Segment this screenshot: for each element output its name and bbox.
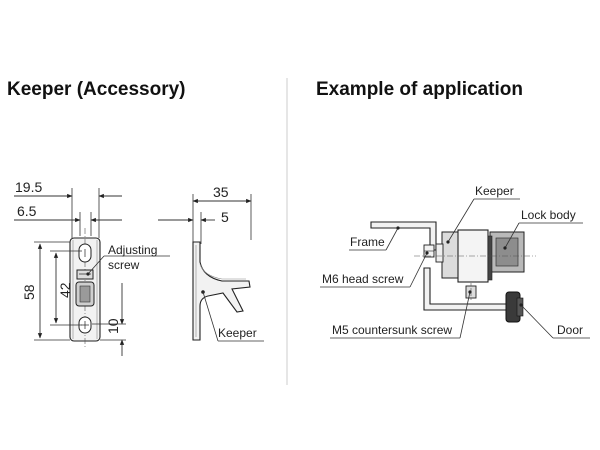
m6-head-screw-label: M6 head screw [322, 272, 404, 286]
frame-label: Frame [350, 235, 385, 249]
application-heading: Example of application [316, 79, 523, 100]
dim-overall-width: 19.5 [15, 179, 42, 195]
lock-body-label: Lock body [521, 208, 576, 222]
application-keeper-label: Keeper [475, 184, 514, 198]
dim-side-offset: 5 [221, 209, 229, 225]
adjusting-screw-label-line2: screw [108, 258, 140, 272]
keeper-heading: Keeper (Accessory) [7, 79, 186, 100]
dim-bottom-hole: 10 [105, 318, 121, 334]
dim-side-depth: 35 [213, 184, 229, 200]
keeper-side-view: 35 5 Keeper [158, 184, 264, 342]
dim-hole-pitch: 42 [57, 282, 73, 298]
keeper-front-view: 19.5 6.5 58 42 [14, 179, 170, 356]
application-assembly: Keeper Lock body Frame M6 head screw M5 … [320, 184, 590, 339]
m5-countersunk-screw-label: M5 countersunk screw [332, 323, 452, 337]
dim-overall-height: 58 [21, 284, 37, 300]
keeper-side-label: Keeper [218, 326, 257, 340]
door-label: Door [557, 323, 583, 337]
adjusting-screw-label-line1: Adjusting [108, 243, 157, 257]
adjusting-screw [76, 269, 94, 280]
dim-slot-offset: 6.5 [17, 203, 37, 219]
